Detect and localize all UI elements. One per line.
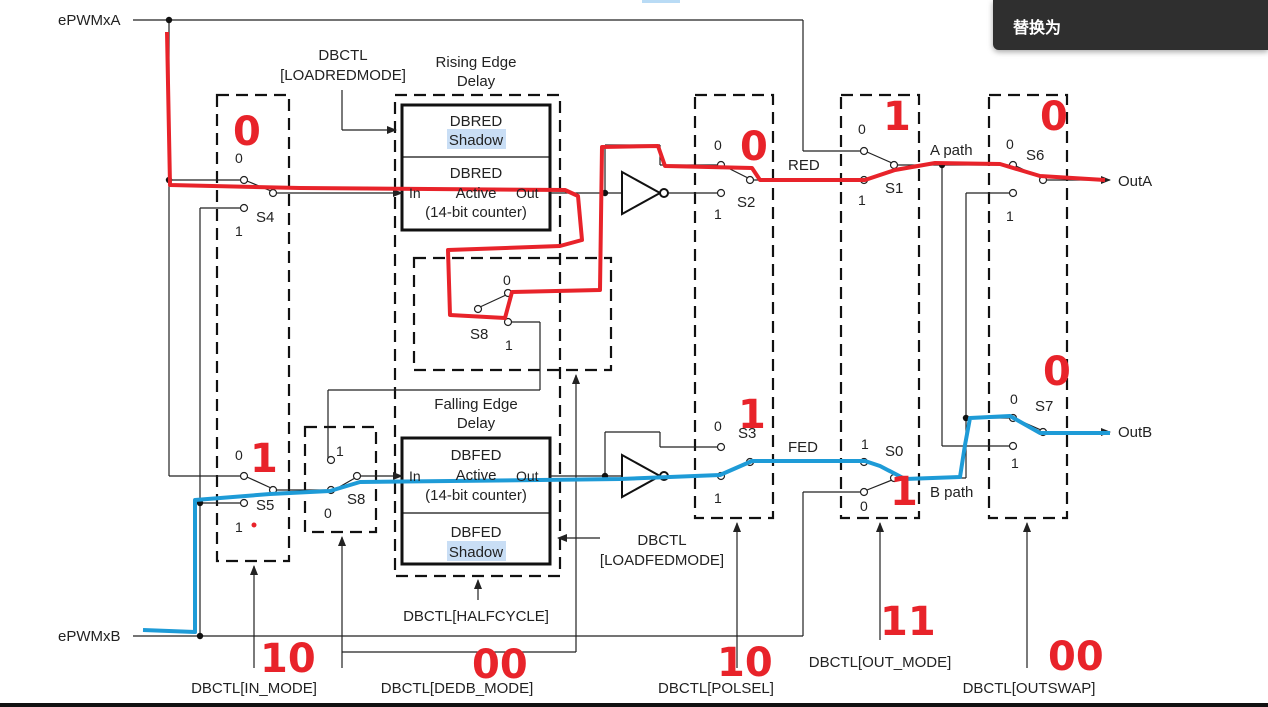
- s8-input-box: [303, 425, 378, 534]
- red-highlight-path: [165, 31, 1106, 320]
- s5-zero: 0: [235, 447, 243, 463]
- annotation-out-mode: 11: [880, 599, 936, 645]
- falling-edge-title-2: Delay: [457, 415, 496, 432]
- switch-s3-label: S3: [738, 425, 756, 442]
- dbred-in-label: In: [409, 185, 421, 201]
- annotation-s1: 1: [883, 94, 911, 140]
- input-switch-box: [215, 93, 291, 563]
- b-path-label: B path: [930, 484, 973, 501]
- s5-one: 1: [235, 519, 243, 535]
- loadfedmode-label-2: [LOADFEDMODE]: [600, 552, 724, 569]
- loadredmode-label-1: DBCTL: [318, 47, 367, 64]
- outmode-box: [839, 93, 921, 520]
- blue-highlight-path: [142, 414, 1110, 634]
- dbfed-shadow-name: DBFED: [451, 524, 502, 541]
- switch-s7-label: S7: [1035, 398, 1053, 415]
- polsel-box: [693, 93, 775, 520]
- switch-s4-label: S4: [256, 209, 274, 226]
- s8-zero: 0: [503, 272, 511, 288]
- annotation-in-mode: 10: [260, 636, 316, 682]
- polsel-label: DBCTL[POLSEL]: [658, 680, 774, 697]
- rising-edge-title-2: Delay: [457, 73, 496, 90]
- loadredmode-label-2: [LOADREDMODE]: [280, 67, 406, 84]
- dedb-mode-label: DBCTL[DEDB_MODE]: [381, 680, 534, 697]
- s6-one: 1: [1006, 208, 1014, 224]
- s1-zero: 0: [858, 121, 866, 137]
- out-mode-label: DBCTL[OUT_MODE]: [809, 654, 952, 671]
- switch-s8-input-label: S8: [347, 491, 365, 508]
- dbred-active-name: DBRED: [450, 165, 503, 182]
- s0-one: 1: [861, 436, 869, 452]
- s8in-zero: 0: [324, 505, 332, 521]
- in-mode-label: DBCTL[IN_MODE]: [191, 680, 317, 697]
- fed-signal-label: FED: [788, 439, 818, 456]
- replace-label[interactable]: 替换为: [1013, 18, 1062, 37]
- dbfed-out-label: Out: [516, 468, 539, 484]
- switch-s6-label: S6: [1026, 147, 1044, 164]
- bottom-bar: [0, 703, 1268, 707]
- s6-zero: 0: [1006, 136, 1014, 152]
- dbred-block: [400, 103, 552, 232]
- dbred-out-label: Out: [516, 185, 539, 201]
- s7-zero: 0: [1010, 391, 1018, 407]
- s0-zero: 0: [860, 498, 868, 514]
- dbred-active-text: Active: [456, 185, 497, 202]
- falling-edge-title: Falling Edge: [434, 396, 517, 413]
- a-path-label: A path: [930, 142, 973, 159]
- s1-one: 1: [858, 192, 866, 208]
- switch-s1-label: S1: [885, 180, 903, 197]
- s8in-one: 1: [336, 443, 344, 459]
- halfcycle-label: DBCTL[HALFCYCLE]: [403, 608, 549, 625]
- switch-s5-label: S5: [256, 497, 274, 514]
- halfcycle-box: [412, 256, 613, 372]
- dbred-shadow-name: DBRED: [450, 113, 503, 130]
- switch-s2-label: S2: [737, 194, 755, 211]
- output-a-label: OutA: [1118, 173, 1152, 190]
- switch-s0-label: S0: [885, 443, 903, 460]
- s3-zero: 0: [714, 418, 722, 434]
- s7-one: 1: [1011, 455, 1019, 471]
- selection-strip: [642, 0, 680, 3]
- s2-zero: 0: [714, 137, 722, 153]
- annotation-s6: 0: [1040, 94, 1068, 140]
- shadow-highlight-fed: [447, 541, 506, 561]
- annotation-polsel: 10: [717, 640, 773, 686]
- rising-edge-title: Rising Edge: [436, 54, 517, 71]
- annotation-s7: 0: [1043, 349, 1071, 395]
- outswap-box: [987, 93, 1069, 520]
- loadfedmode-label-1: DBCTL: [637, 532, 686, 549]
- inverter-red: [621, 170, 663, 216]
- annotation-s2: 0: [740, 124, 768, 170]
- dbfed-active-name: DBFED: [451, 447, 502, 464]
- annotation-s5: 1: [250, 436, 278, 482]
- outswap-label: DBCTL[OUTSWAP]: [963, 680, 1096, 697]
- shadow-highlight-red: [447, 129, 506, 149]
- s4-zero: 0: [235, 150, 243, 166]
- red-signal-label: RED: [788, 157, 820, 174]
- inverter-fed: [621, 453, 663, 499]
- dbred-counter-text: (14-bit counter): [425, 204, 527, 221]
- s2-one: 1: [714, 206, 722, 222]
- replace-toolbar[interactable]: 替换为: [993, 0, 1268, 50]
- s4-one: 1: [235, 223, 243, 239]
- input-a-label: ePWMxA: [58, 12, 121, 29]
- input-b-label: ePWMxB: [58, 628, 121, 645]
- annotation-dedb-mode: 00: [472, 642, 528, 688]
- s3-one: 1: [714, 490, 722, 506]
- delay-module-box: [393, 93, 562, 578]
- dbred-shadow-text: Shadow: [449, 132, 503, 149]
- annotation-s4: 0: [233, 109, 261, 155]
- annotation-s3: 1: [738, 392, 766, 438]
- dbfed-counter-text: (14-bit counter): [425, 487, 527, 504]
- dbfed-active-text: Active: [456, 467, 497, 484]
- annotation-outswap: 00: [1048, 634, 1104, 680]
- dbfed-in-label: In: [409, 468, 421, 484]
- dbfed-shadow-text: Shadow: [449, 544, 503, 561]
- output-b-label: OutB: [1118, 424, 1152, 441]
- switch-s8-label: S8: [470, 326, 488, 343]
- s8-one: 1: [505, 337, 513, 353]
- annotation-s0: 1: [890, 469, 918, 515]
